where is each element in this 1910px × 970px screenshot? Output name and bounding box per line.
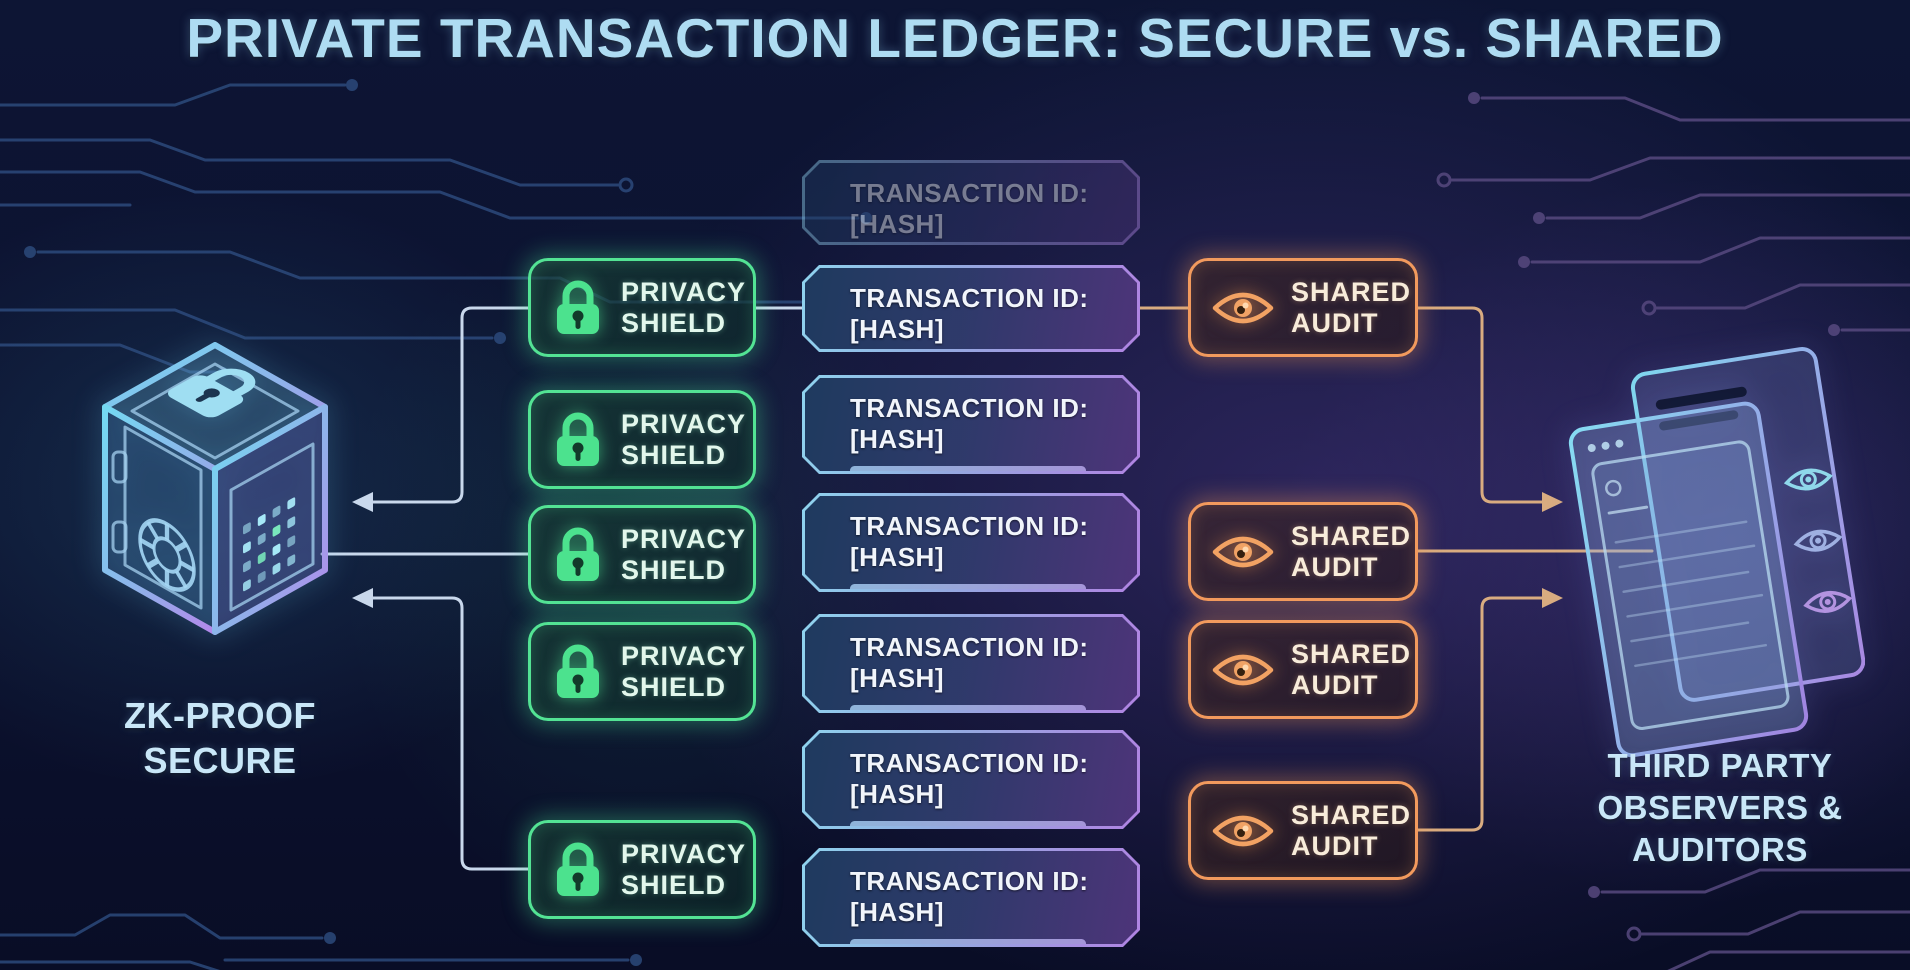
vault-top-inset (130, 362, 300, 460)
transaction-box: TRANSACTION ID: [HASH] (802, 614, 1140, 713)
shared-audit-label-line2: AUDIT (1291, 307, 1379, 338)
transaction-label: TRANSACTION ID: [HASH] (850, 866, 1089, 927)
shared-audit-label-line2: AUDIT (1291, 669, 1379, 700)
privacy-shield-label-line1: PRIVACY (621, 277, 747, 308)
vault-illustration (102, 342, 328, 635)
privacy-shield-label-line2: SHIELD (621, 869, 727, 900)
arrow-right-top (1542, 492, 1563, 512)
transaction-box: TRANSACTION ID: [HASH] (802, 375, 1140, 474)
privacy-shield-label-line1: PRIVACY (621, 524, 747, 555)
shared-audit-label-line2: AUDIT (1291, 551, 1379, 582)
observers-label-line2: OBSERVERS & (1597, 789, 1843, 827)
observer-windows-illustration (1568, 347, 1865, 758)
vault-door-inset (123, 425, 203, 610)
lock-icon (557, 842, 599, 896)
back-window (1630, 347, 1865, 702)
hash-bar (850, 939, 1086, 948)
hash-bar (850, 705, 1086, 714)
transaction-label: TRANSACTION ID: [HASH] (850, 178, 1089, 239)
eye-icon (1212, 654, 1274, 685)
vault-lock-icon (167, 368, 256, 418)
shared-audit-label-line2: AUDIT (1291, 830, 1379, 861)
vault-label-line2: SECURE (143, 740, 297, 781)
vault-dial (138, 518, 196, 592)
front-window (1568, 401, 1809, 758)
privacy-shield-label-line1: PRIVACY (621, 409, 747, 440)
shared-audit-label-line1: SHARED (1291, 800, 1412, 831)
arrow-left-top (352, 492, 373, 512)
lock-icon (557, 527, 599, 581)
lock-icon (557, 280, 599, 334)
transaction-label: TRANSACTION ID: [HASH] (850, 748, 1089, 809)
privacy-shield-label-line2: SHIELD (621, 307, 727, 338)
observers-label: THIRD PARTY OBSERVERS & AUDITORS (1555, 745, 1885, 872)
transaction-label: TRANSACTION ID: [HASH] (850, 632, 1089, 693)
observers-label-line3: AUDITORS (1632, 831, 1808, 869)
privacy-shield-label-line1: PRIVACY (621, 839, 747, 870)
hash-bar (850, 821, 1086, 830)
hash-bar (850, 466, 1086, 475)
page-title: PRIVATE TRANSACTION LEDGER: SECURE vs. S… (186, 7, 1724, 69)
vault-label-line1: ZK-PROOF (124, 695, 316, 736)
vault-label: ZK-PROOF SECURE (80, 693, 360, 783)
observer-eye-icon (1783, 468, 1833, 491)
transaction-box: TRANSACTION ID: [HASH] (802, 493, 1140, 592)
transaction-label: TRANSACTION ID: [HASH] (850, 511, 1089, 572)
arrow-left-bottom (352, 588, 373, 608)
eye-icon (1212, 292, 1274, 323)
privacy-shield-label-line2: SHIELD (621, 439, 727, 470)
transaction-label: TRANSACTION ID: [HASH] (850, 393, 1089, 454)
privacy-shield-label-line2: SHIELD (621, 671, 727, 702)
transaction-box: TRANSACTION ID: [HASH] (802, 730, 1140, 829)
privacy-shield-label-line2: SHIELD (621, 554, 727, 585)
browser-dots-icon (1587, 439, 1624, 452)
vault-hinge (111, 520, 128, 554)
shared-audit-label-line1: SHARED (1291, 521, 1412, 552)
observer-eye-icon (1793, 529, 1843, 552)
eye-icon (1212, 536, 1274, 567)
arrow-right-bottom (1542, 588, 1563, 608)
transaction-label: TRANSACTION ID: [HASH] (850, 283, 1089, 344)
shared-audit-label-line1: SHARED (1291, 639, 1412, 670)
eye-icon (1212, 815, 1274, 846)
vault-keypad-inset (229, 442, 315, 612)
transaction-box: TRANSACTION ID: [HASH] (802, 265, 1140, 352)
observer-eye-icon (1803, 591, 1853, 613)
transaction-box: TRANSACTION ID: [HASH] (802, 848, 1140, 947)
lock-icon (557, 644, 599, 698)
vault-keypad (243, 497, 296, 592)
hash-bar (850, 584, 1086, 593)
vault-hinge (111, 450, 128, 484)
observers-label-line1: THIRD PARTY (1607, 747, 1833, 784)
transaction-box: TRANSACTION ID: [HASH] (802, 160, 1140, 245)
lock-icon (557, 412, 599, 466)
privacy-shield-label-line1: PRIVACY (621, 641, 747, 672)
shared-audit-label-line1: SHARED (1291, 277, 1412, 308)
